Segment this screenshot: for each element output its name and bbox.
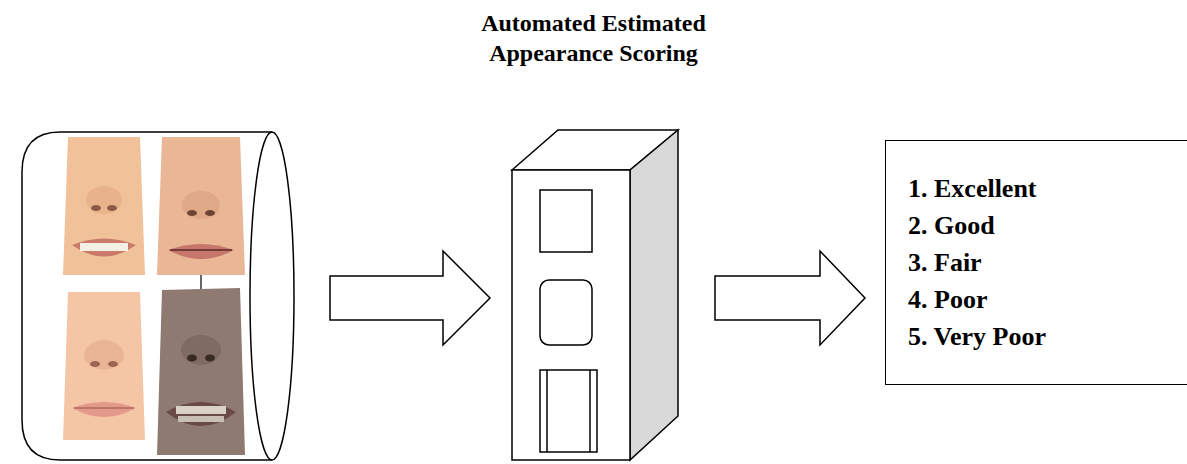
diagram-title: Automated Estimated Appearance Scoring — [449, 8, 739, 68]
title-wrap: Automated Estimated Appearance Scoring — [0, 8, 1187, 68]
image-cylinder — [22, 132, 294, 460]
score-option: 4. Poor — [908, 281, 1177, 318]
score-option: 2. Good — [908, 207, 1177, 244]
face-photo — [63, 137, 145, 275]
block-arrow — [715, 251, 865, 345]
block-arrow — [330, 251, 490, 345]
link-line — [200, 275, 201, 290]
score-option: 5. Very Poor — [908, 318, 1177, 355]
face-photo — [157, 288, 245, 455]
score-option: 1. Excellent — [908, 170, 1177, 207]
score-list-box: 1. Excellent2. Good3. Fair4. Poor5. Very… — [885, 140, 1187, 385]
model-box — [512, 130, 678, 460]
face-photo — [63, 292, 145, 440]
score-option: 3. Fair — [908, 244, 1177, 281]
face-photo — [157, 137, 245, 275]
